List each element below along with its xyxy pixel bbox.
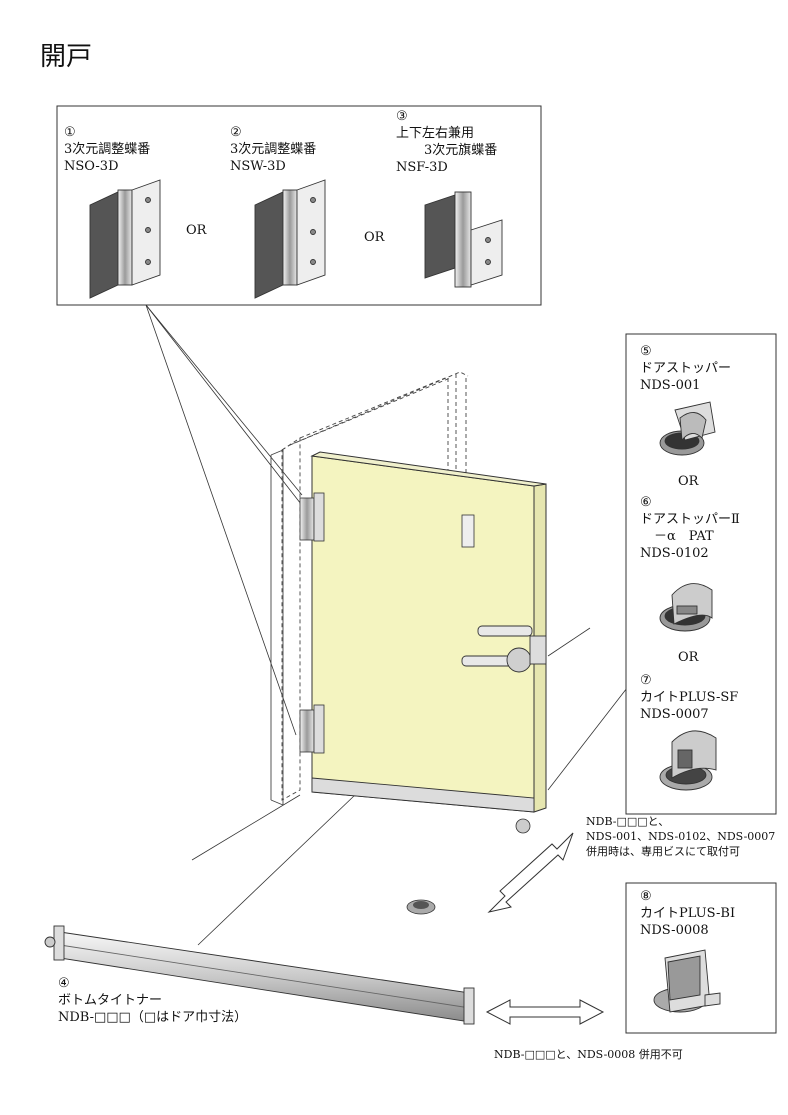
stopper-6-label: ⑥ ドアストッパーⅡ －α PAT NDS-0102: [640, 495, 740, 561]
frame-solid: [270, 449, 284, 806]
stopper-nds-0007-icon: [659, 730, 717, 791]
stopper-nds-0102-icon: [659, 583, 713, 632]
or-label-4: OR: [678, 650, 699, 665]
leader-lines: [145, 304, 628, 946]
stopper-7-label: ⑦ カイトPLUS-SF NDS-0007: [640, 673, 739, 722]
hinge-1-label: ① 3次元調整蝶番 NSO-3D: [64, 125, 151, 174]
hinge-nso-3d-icon: [89, 179, 161, 299]
or-label-3: OR: [678, 474, 699, 489]
stopper-5-label: ⑤ ドアストッパー NDS-001: [640, 344, 732, 393]
incompatible-note: NDB-□□□と、NDS-0008 併用不可: [494, 1048, 683, 1061]
hinge-nsw-3d-icon: [254, 179, 326, 299]
or-label-2: OR: [364, 230, 385, 245]
compatible-note: NDB-□□□と、 NDS-001、NDS-0102、NDS-0007 併用時は…: [586, 815, 776, 858]
kite-bi-label: ⑧ カイトPLUS-BI NDS-0008: [640, 889, 736, 938]
stopper-nds-001-icon: [659, 401, 716, 456]
bottom-tightener-label: ④ ボトムタイトナー NDB-□□□（□はドア巾寸法）: [58, 976, 248, 1025]
or-label-1: OR: [186, 223, 207, 238]
door-hinges: [299, 492, 325, 754]
kite-bi-nds-0008-icon: [653, 949, 721, 1013]
hinge-3-label: ③ 上下左右兼用 3次元旗蝶番 NSF-3D: [396, 109, 498, 175]
bottom-tightener-bar: [44, 925, 475, 1025]
hinge-2-label: ② 3次元調整蝶番 NSW-3D: [230, 125, 317, 174]
hinge-nsf-3d-icon: [424, 191, 503, 288]
double-arrows: [485, 832, 605, 1025]
page-title: 開戸: [40, 42, 93, 72]
lever-handle: [461, 625, 547, 673]
